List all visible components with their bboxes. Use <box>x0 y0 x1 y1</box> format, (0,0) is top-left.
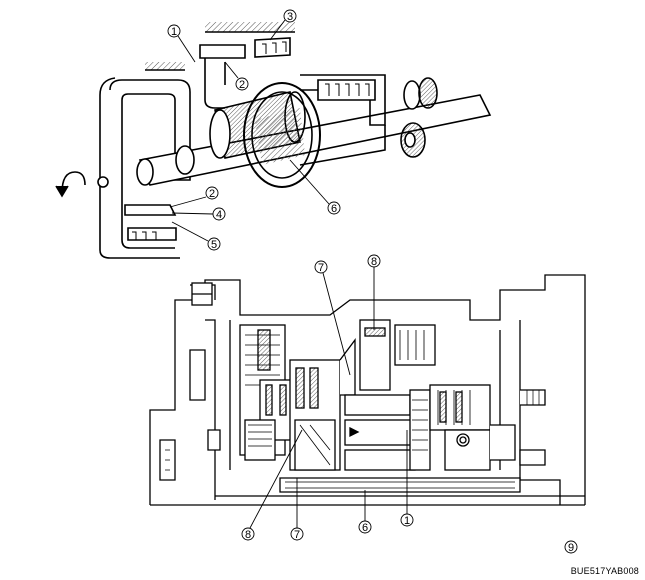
callout-2-top: 2 <box>224 61 249 91</box>
callout-layer: 1 2 3 2 4 5 6 <box>167 9 578 554</box>
svg-text:7: 7 <box>318 262 324 274</box>
callout-9: 9 <box>564 540 578 554</box>
svg-text:1: 1 <box>404 515 410 527</box>
svg-text:5: 5 <box>211 239 217 251</box>
perspective-view <box>97 22 492 259</box>
reference-code: BUE517YAB008 <box>570 566 639 576</box>
svg-text:1: 1 <box>171 26 177 38</box>
callout-1-top: 1 <box>167 24 196 63</box>
callout-2-mid: 2 <box>169 186 219 208</box>
callout-6-top: 6 <box>289 159 341 215</box>
svg-text:9: 9 <box>568 542 574 554</box>
callout-8-upper: 8 <box>367 254 381 330</box>
callout-6-lower: 6 <box>358 490 372 534</box>
svg-text:3: 3 <box>287 11 293 23</box>
svg-text:2: 2 <box>209 188 215 200</box>
section-view <box>149 274 586 506</box>
shaft-stack <box>344 389 431 471</box>
callout-7-lower: 7 <box>290 478 304 541</box>
callout-3-top: 3 <box>269 9 297 41</box>
callout-7-upper: 7 <box>314 260 351 376</box>
callout-4: 4 <box>171 207 226 221</box>
svg-text:6: 6 <box>331 203 337 215</box>
svg-text:8: 8 <box>371 256 377 268</box>
clutch-pack-right <box>429 384 516 471</box>
svg-text:4: 4 <box>216 209 222 221</box>
callout-8-lower: 8 <box>241 429 303 541</box>
clutch-pack-center <box>289 338 356 471</box>
svg-text:8: 8 <box>245 529 251 541</box>
svg-text:2: 2 <box>239 79 245 91</box>
curved-arrow-icon <box>55 171 86 198</box>
callout-5: 5 <box>171 221 221 251</box>
svg-text:6: 6 <box>362 522 368 534</box>
callout-1-lower: 1 <box>400 430 414 527</box>
svg-text:7: 7 <box>294 529 300 541</box>
planetary-upper <box>359 319 436 391</box>
